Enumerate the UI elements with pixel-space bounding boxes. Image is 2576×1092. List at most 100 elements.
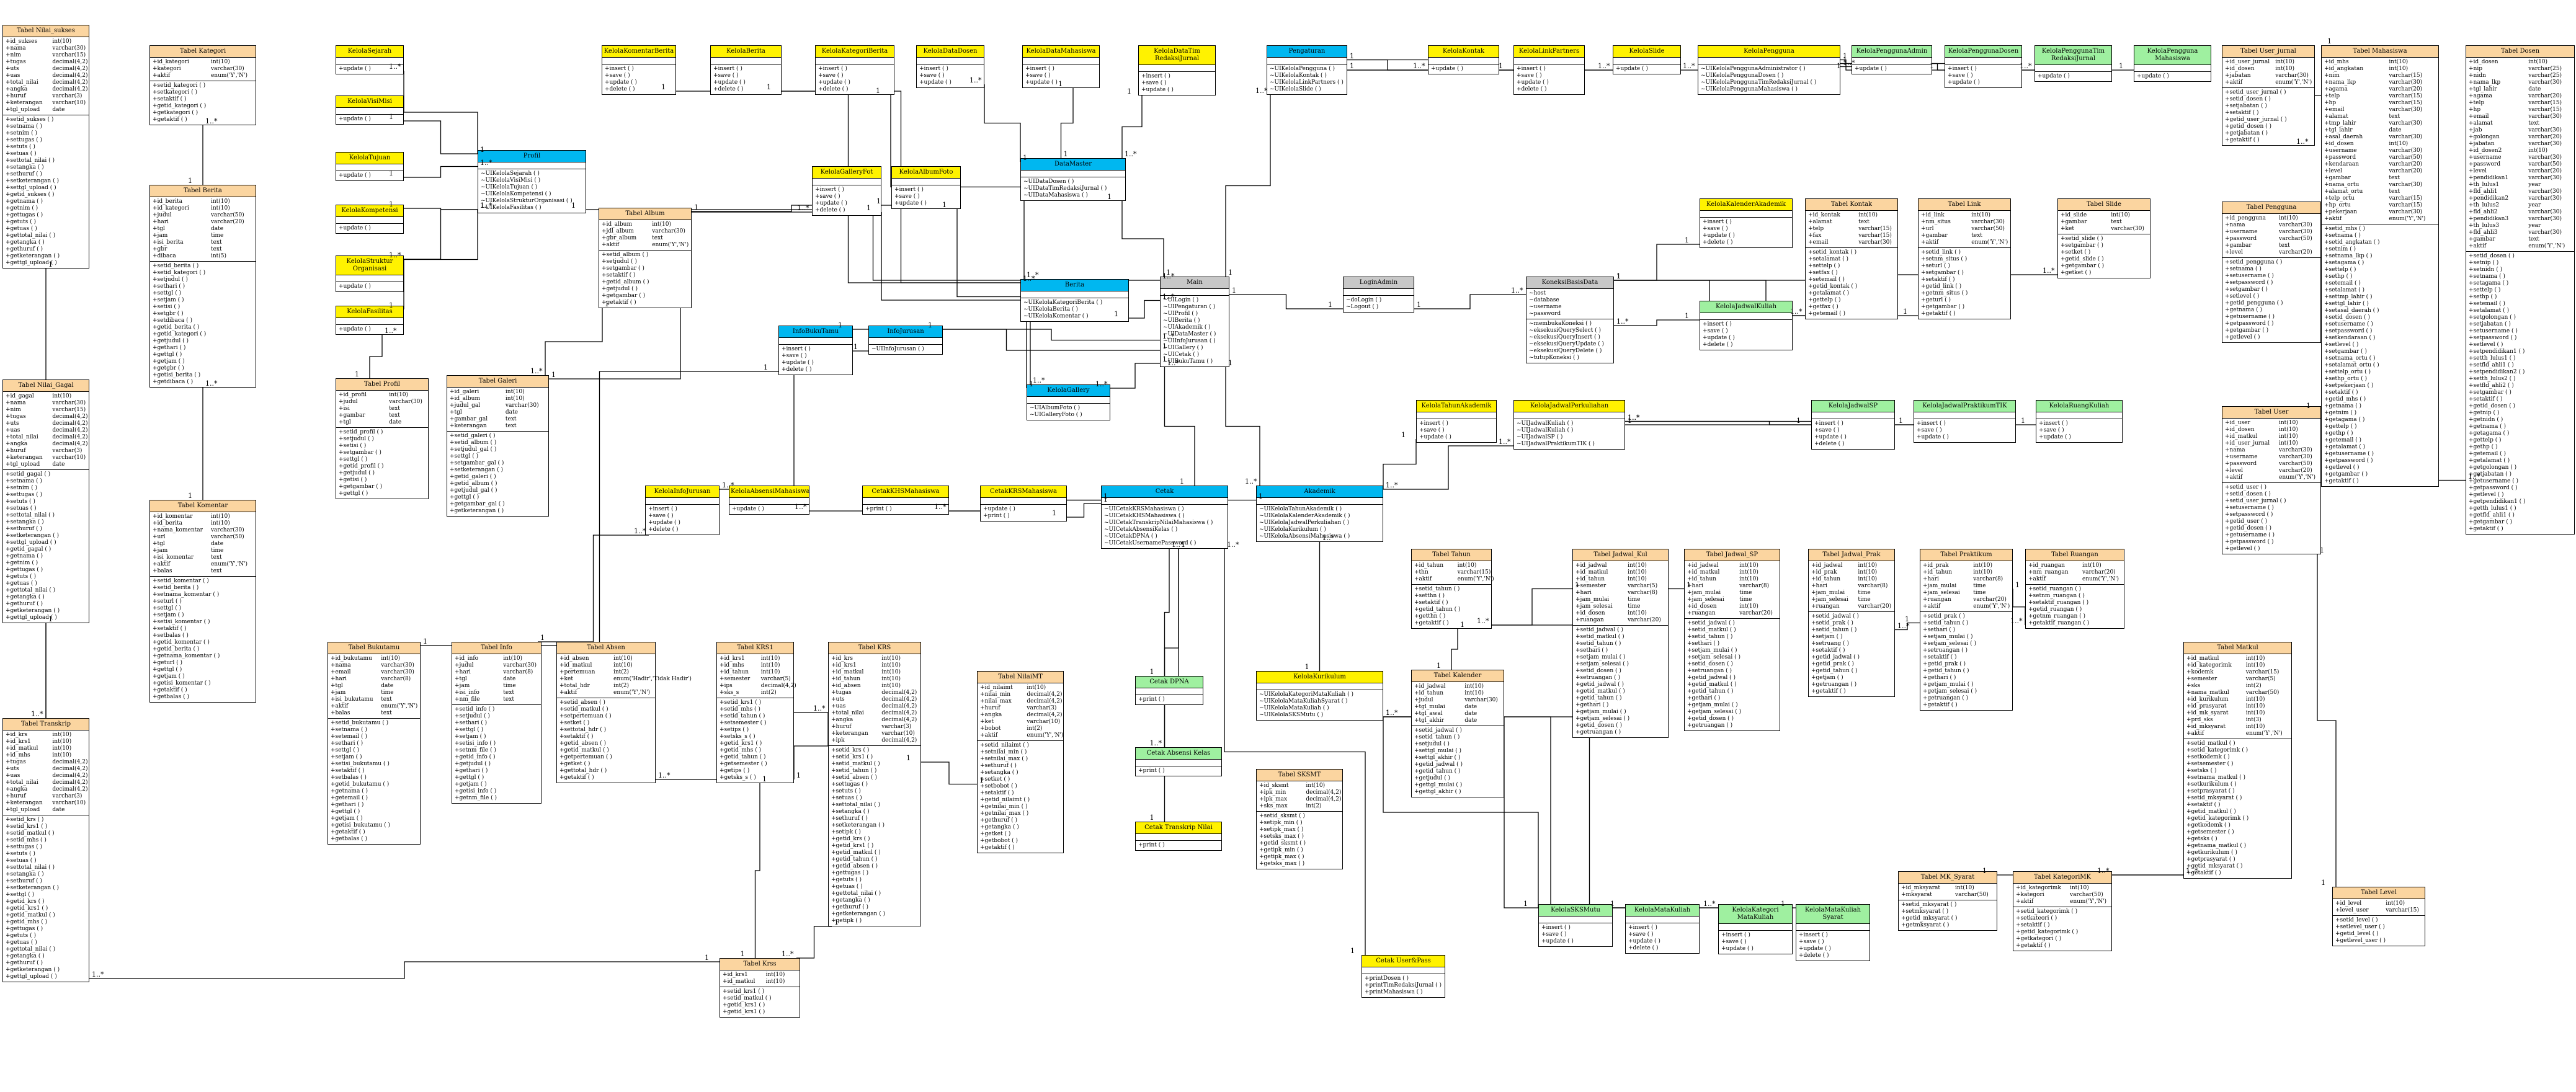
multiplicity-label: 1 [188, 492, 192, 500]
operation-section: +setid_prak ( )+setid_tahun ( )+sethari … [1920, 612, 2012, 710]
association-line [1224, 549, 1366, 955]
operation-row: +setid_dosen ( ) [2469, 253, 2515, 259]
multiplicity-label: 1 [661, 83, 666, 91]
operation-row: +getprasyarat ( ) [2186, 856, 2235, 863]
operation-row: +getketerangan ( ) [6, 967, 60, 973]
multiplicity-label: 1 [1162, 355, 1167, 363]
attribute-type: int(10) [1464, 690, 1484, 696]
attribute-section [1362, 967, 1445, 974]
attribute-type: text [2528, 120, 2539, 127]
operation-row: +insert ( ) [1628, 925, 1657, 931]
operation-row: ~UICetakKRSMahasiswa ( ) [1104, 506, 1184, 512]
operation-row: +delete ( ) [1799, 952, 1829, 959]
operation-row: +getuts ( ) [6, 933, 37, 939]
attribute-type: text [210, 239, 222, 246]
operation-row: +getisi_bukutamu ( ) [331, 822, 390, 828]
attribute-type: varchar(30) [2528, 141, 2562, 147]
operation-section: ~UICetakKRSMahasiswa ( )~UICetakKHSMahas… [1102, 505, 1228, 548]
operation-row: +setket ( ) [559, 720, 590, 726]
multiplicity-label: 1 [1103, 492, 1108, 500]
attribute-name: +tugas [6, 759, 26, 765]
operation-row: +gettugas ( ) [6, 212, 43, 218]
operation-row: +sethari ( ) [455, 720, 488, 726]
operation-row: ~UIJadwalKuliah ( ) [1517, 427, 1574, 433]
attribute-type: varchar(15) [52, 52, 86, 58]
operation-row: +setangka ( ) [6, 871, 44, 877]
operation-row: +setgambar ( ) [339, 450, 381, 456]
operation-section: ~UILogin ( )~UIPengaturan ( )~UIProfil (… [1161, 296, 1229, 366]
operation-row: +getisi_komentar ( ) [153, 680, 211, 686]
operation-row: +setnama ( ) [2469, 273, 2505, 280]
multiplicity-label: 1..* [1162, 292, 1175, 301]
multiplicity-label: 1 [1460, 621, 1464, 629]
attribute-type: varchar(30) [2389, 107, 2423, 113]
operation-row: +setid_tahun ( ) [1414, 734, 1460, 740]
operation-row: +setuas ( ) [6, 151, 37, 157]
attribute-type: int(10) [881, 683, 901, 689]
operation-row: +setid_matkul ( ) [1687, 627, 1736, 633]
operation-row: +setid_berita ( ) [153, 585, 199, 591]
attribute-type: int(10) [1739, 576, 1758, 582]
operation-row: +getid_krs ( ) [831, 836, 870, 842]
operation-row: +insert ( ) [782, 346, 811, 352]
operation-row: +getsks ( ) [2186, 836, 2217, 842]
operation-row: +settotal_nilai ( ) [6, 864, 55, 871]
attribute-name: +nama [6, 45, 26, 51]
attribute-type: int(10) [2082, 562, 2101, 569]
multiplicity-label: 1 [1114, 310, 1118, 318]
operation-row: +getruangan ( ) [1687, 722, 1733, 729]
multiplicity-label: 1 [1843, 55, 1847, 64]
operation-row: ~UIGalleryFoto ( ) [1030, 412, 1082, 418]
class-title: Tabel Galeri [447, 376, 548, 388]
operation-row: +setketerangan ( ) [831, 822, 885, 828]
operation-row: +gettelp ( ) [2324, 424, 2357, 430]
operation-row: +gethp ( ) [2324, 430, 2353, 437]
operation-row: +insert ( ) [648, 506, 677, 512]
attribute-type: time [210, 548, 224, 554]
operation-section: +insert ( )+save ( )+update ( ) [1417, 419, 1496, 442]
attribute-type: int(10) [2528, 148, 2548, 154]
multiplicity-label: 1..* [1162, 272, 1175, 280]
class-title: Tabel Slide [2058, 199, 2150, 211]
attribute-name: +id_matkul [2225, 433, 2258, 440]
operation-row: +settgl ( ) [339, 456, 368, 463]
attribute-type: int(10) [1628, 576, 1647, 582]
multiplicity-label: 1..* [31, 710, 43, 718]
attribute-name: +total_nilai [831, 710, 864, 716]
operation-row: +setid_kategorimk ( ) [2016, 908, 2078, 915]
class-info-buku-tamu: InfoBukuTamu+insert ( )+save ( )+update … [778, 326, 853, 375]
operation-section: +setid_jadwal ( )+setid_matkul ( )+setid… [1685, 619, 1780, 730]
operation-row: +setid_dosen ( ) [2225, 491, 2271, 497]
operation-row: +setgambar ( ) [602, 265, 644, 272]
operation-section: +setid_ruangan ( )+setnm_ruangan ( )+set… [2026, 585, 2124, 628]
operation-row: +setaktif ( ) [331, 768, 365, 774]
attribute-type: text [389, 412, 400, 419]
operation-row: +save ( ) [1628, 931, 1654, 938]
class-kelola-mata-kuliah: KelolaMataKuliah+insert ( )+save ( )+upd… [1625, 904, 1700, 954]
operation-row: +setkurikulum ( ) [2186, 781, 2237, 788]
attribute-name: +id_tahun [1414, 690, 1444, 696]
attribute-type: int(10) [389, 392, 408, 398]
